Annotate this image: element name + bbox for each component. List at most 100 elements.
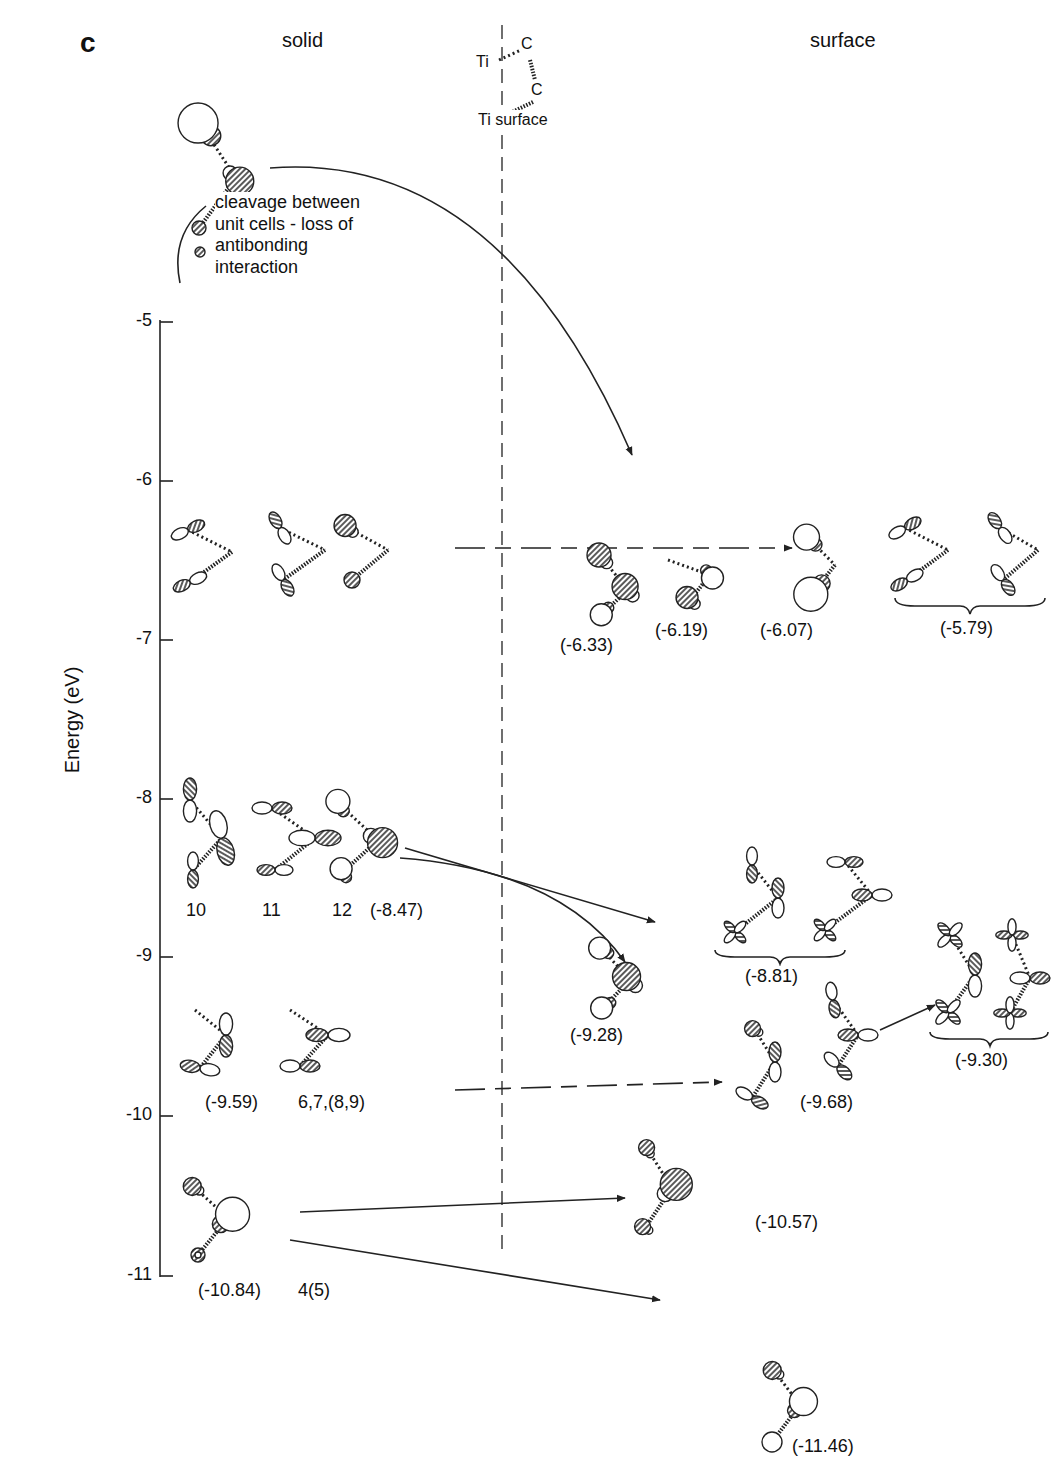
atomic-orbital — [994, 997, 1026, 1029]
atomic-orbital — [269, 562, 296, 599]
atomic-orbital — [344, 572, 360, 588]
atom-label: Ti surface — [478, 110, 548, 129]
atomic-orbital — [772, 878, 784, 918]
atomic-orbital — [927, 912, 973, 958]
atomic-orbital — [838, 1029, 878, 1041]
atomic-orbital — [266, 510, 293, 547]
orbital-figure — [994, 919, 1050, 1029]
axis-ticks — [160, 322, 173, 1276]
orbital-number: 4(5) — [298, 1280, 330, 1302]
leader-curve — [178, 206, 206, 283]
orbital-figure — [635, 1140, 693, 1235]
column-heading: surface — [810, 28, 876, 52]
atomic-orbital — [657, 1168, 692, 1201]
energy-value: (-8.81) — [745, 966, 798, 988]
column-heading: solid — [282, 28, 323, 52]
atomic-orbital — [330, 858, 352, 883]
energy-value: (-10.84) — [198, 1280, 261, 1302]
atomic-orbital — [212, 1197, 249, 1232]
atomic-orbital — [988, 562, 1017, 598]
atomic-orbital — [925, 989, 971, 1035]
atomic-orbital — [280, 1060, 320, 1072]
orbital-figure — [266, 510, 325, 599]
orbital-number: 12 — [332, 900, 352, 922]
atomic-orbital — [178, 103, 221, 146]
orbital-figure — [821, 981, 878, 1082]
atomic-orbital — [183, 1177, 204, 1195]
energy-value: (-9.59) — [205, 1092, 258, 1114]
atom-label: Ti — [476, 52, 489, 71]
atomic-orbital — [591, 997, 616, 1019]
atomic-orbital — [635, 1219, 653, 1235]
atomic-orbital — [821, 1049, 854, 1082]
orbital-figure — [668, 560, 723, 609]
inset-bonds — [499, 50, 535, 115]
atomic-orbital — [794, 524, 822, 551]
atomic-orbital — [794, 575, 830, 611]
atomic-orbital — [701, 565, 724, 589]
atomic-orbital — [762, 1432, 782, 1452]
atomic-orbital — [769, 1042, 781, 1082]
orbital-figure — [887, 514, 948, 593]
atomic-orbital — [169, 517, 206, 542]
bond-line — [188, 530, 232, 552]
atomic-orbital — [188, 852, 199, 888]
atom-label: C — [531, 80, 543, 99]
atomic-orbital — [996, 919, 1028, 951]
atomic-orbital — [207, 809, 238, 867]
atomic-orbital — [805, 910, 846, 951]
axis-tick: -5 — [100, 310, 152, 332]
energy-value: (-9.30) — [955, 1050, 1008, 1072]
axis-tick: -8 — [100, 787, 152, 809]
atomic-orbital — [589, 937, 614, 959]
energy-value: (-10.57) — [755, 1212, 818, 1234]
atomic-orbital — [968, 953, 981, 997]
atomic-orbital — [763, 1361, 784, 1379]
atomic-orbital — [788, 1388, 818, 1418]
correlation-arrow — [405, 848, 655, 922]
panel-letter: c — [80, 26, 96, 60]
atomic-orbital — [613, 963, 643, 993]
atomic-orbital — [747, 847, 758, 883]
atomic-orbital — [326, 789, 350, 816]
atomic-orbital — [889, 566, 926, 593]
orbital-figure — [794, 524, 835, 611]
energy-value: (-6.07) — [760, 620, 813, 642]
orbital-figure — [169, 517, 232, 594]
orbital-figure — [195, 247, 205, 257]
energy-value: (-5.79) — [940, 618, 993, 640]
orbital-number: 6,7,(8,9) — [298, 1092, 365, 1114]
orbital-figure — [334, 515, 388, 588]
orbital-figure — [179, 1010, 232, 1077]
energy-value: (-11.46) — [792, 1436, 854, 1458]
atomic-orbital — [734, 1084, 771, 1111]
orbital-figure — [326, 789, 398, 882]
axis-tick: -7 — [100, 628, 152, 650]
correlation-arrow — [300, 1198, 625, 1212]
bond-line — [1003, 550, 1038, 580]
atomic-orbital — [590, 602, 614, 626]
correlation-arrow — [880, 1005, 935, 1030]
atom-label: C — [521, 34, 533, 53]
orbital-figure — [252, 802, 341, 875]
atomic-orbital — [223, 166, 254, 195]
group-bracket — [930, 1032, 1048, 1046]
energy-value: (-6.19) — [655, 620, 708, 642]
orbital-figure — [195, 1252, 201, 1258]
energy-value: (-6.33) — [560, 635, 613, 657]
correlation-arrow — [290, 1240, 660, 1300]
atomic-orbital — [191, 1248, 205, 1262]
atomic-orbital — [171, 569, 208, 594]
atomic-orbital — [363, 828, 397, 858]
atomic-orbital — [985, 510, 1014, 546]
orbital-figure — [183, 778, 237, 888]
atomic-orbital — [887, 514, 924, 541]
atomic-orbital — [587, 543, 613, 569]
atomic-orbital — [183, 778, 196, 822]
atomic-orbital — [195, 247, 205, 257]
axis-title: Energy (eV) — [60, 658, 84, 782]
atomic-orbital — [639, 1140, 655, 1158]
group-bracket — [895, 598, 1045, 614]
atomic-orbital — [745, 1021, 763, 1037]
